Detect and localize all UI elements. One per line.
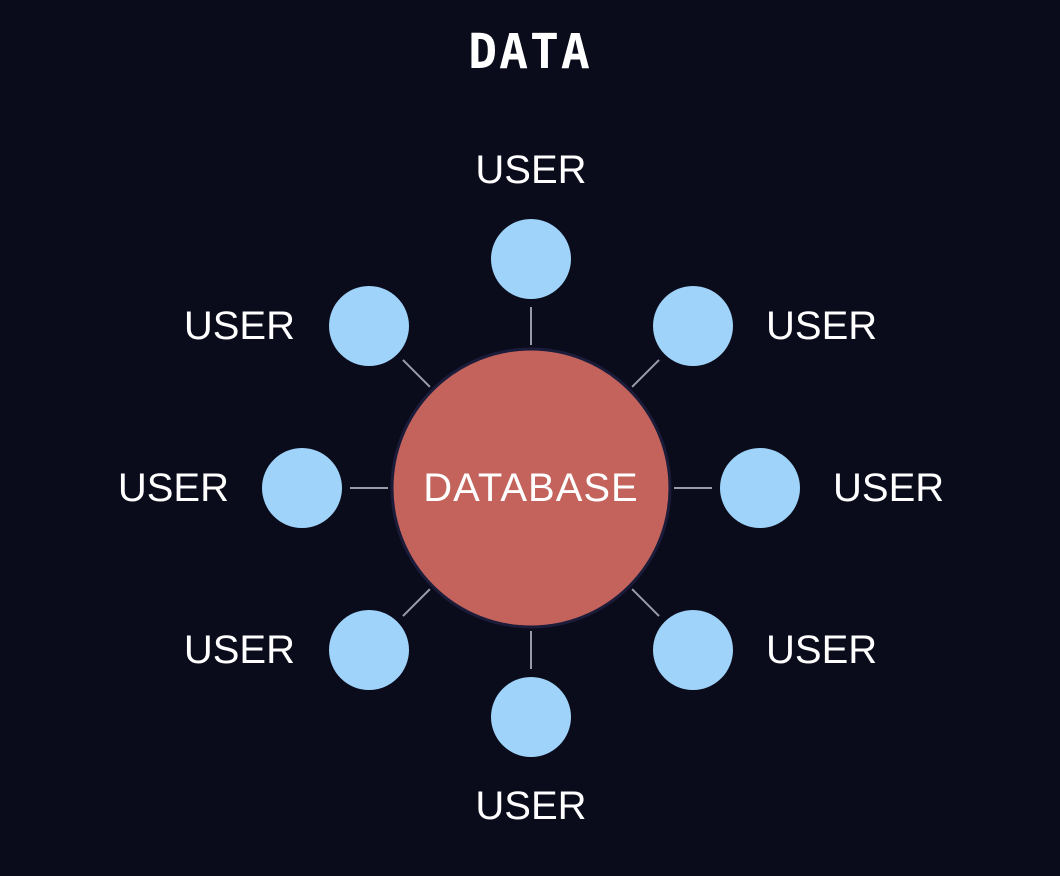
connector-top-left — [402, 359, 431, 388]
user-labels: USER USER USER USER USER USER USER USER — [118, 148, 944, 828]
user-node-bottom — [491, 677, 571, 757]
user-node-bottom-right — [653, 610, 733, 690]
user-nodes — [262, 219, 800, 757]
user-node-right — [720, 448, 800, 528]
diagram-title: DATA — [468, 24, 592, 80]
user-node-left — [262, 448, 342, 528]
user-label-bottom-right: USER — [766, 628, 877, 672]
database-label: DATABASE — [423, 466, 638, 510]
connector-bottom-left — [402, 588, 431, 617]
user-node-top-left — [329, 286, 409, 366]
user-label-right: USER — [833, 466, 944, 510]
user-label-left: USER — [118, 466, 229, 510]
connector-top-right — [631, 359, 660, 388]
user-node-top — [491, 219, 571, 299]
user-node-top-right — [653, 286, 733, 366]
user-label-top-left: USER — [184, 304, 295, 348]
user-label-top: USER — [475, 148, 586, 192]
connector-bottom-right — [631, 588, 660, 617]
user-label-bottom-left: USER — [184, 628, 295, 672]
database-node — [390, 347, 672, 629]
user-node-bottom-left — [329, 610, 409, 690]
user-label-bottom: USER — [475, 784, 586, 828]
user-label-top-right: USER — [766, 304, 877, 348]
connectors — [350, 307, 712, 669]
